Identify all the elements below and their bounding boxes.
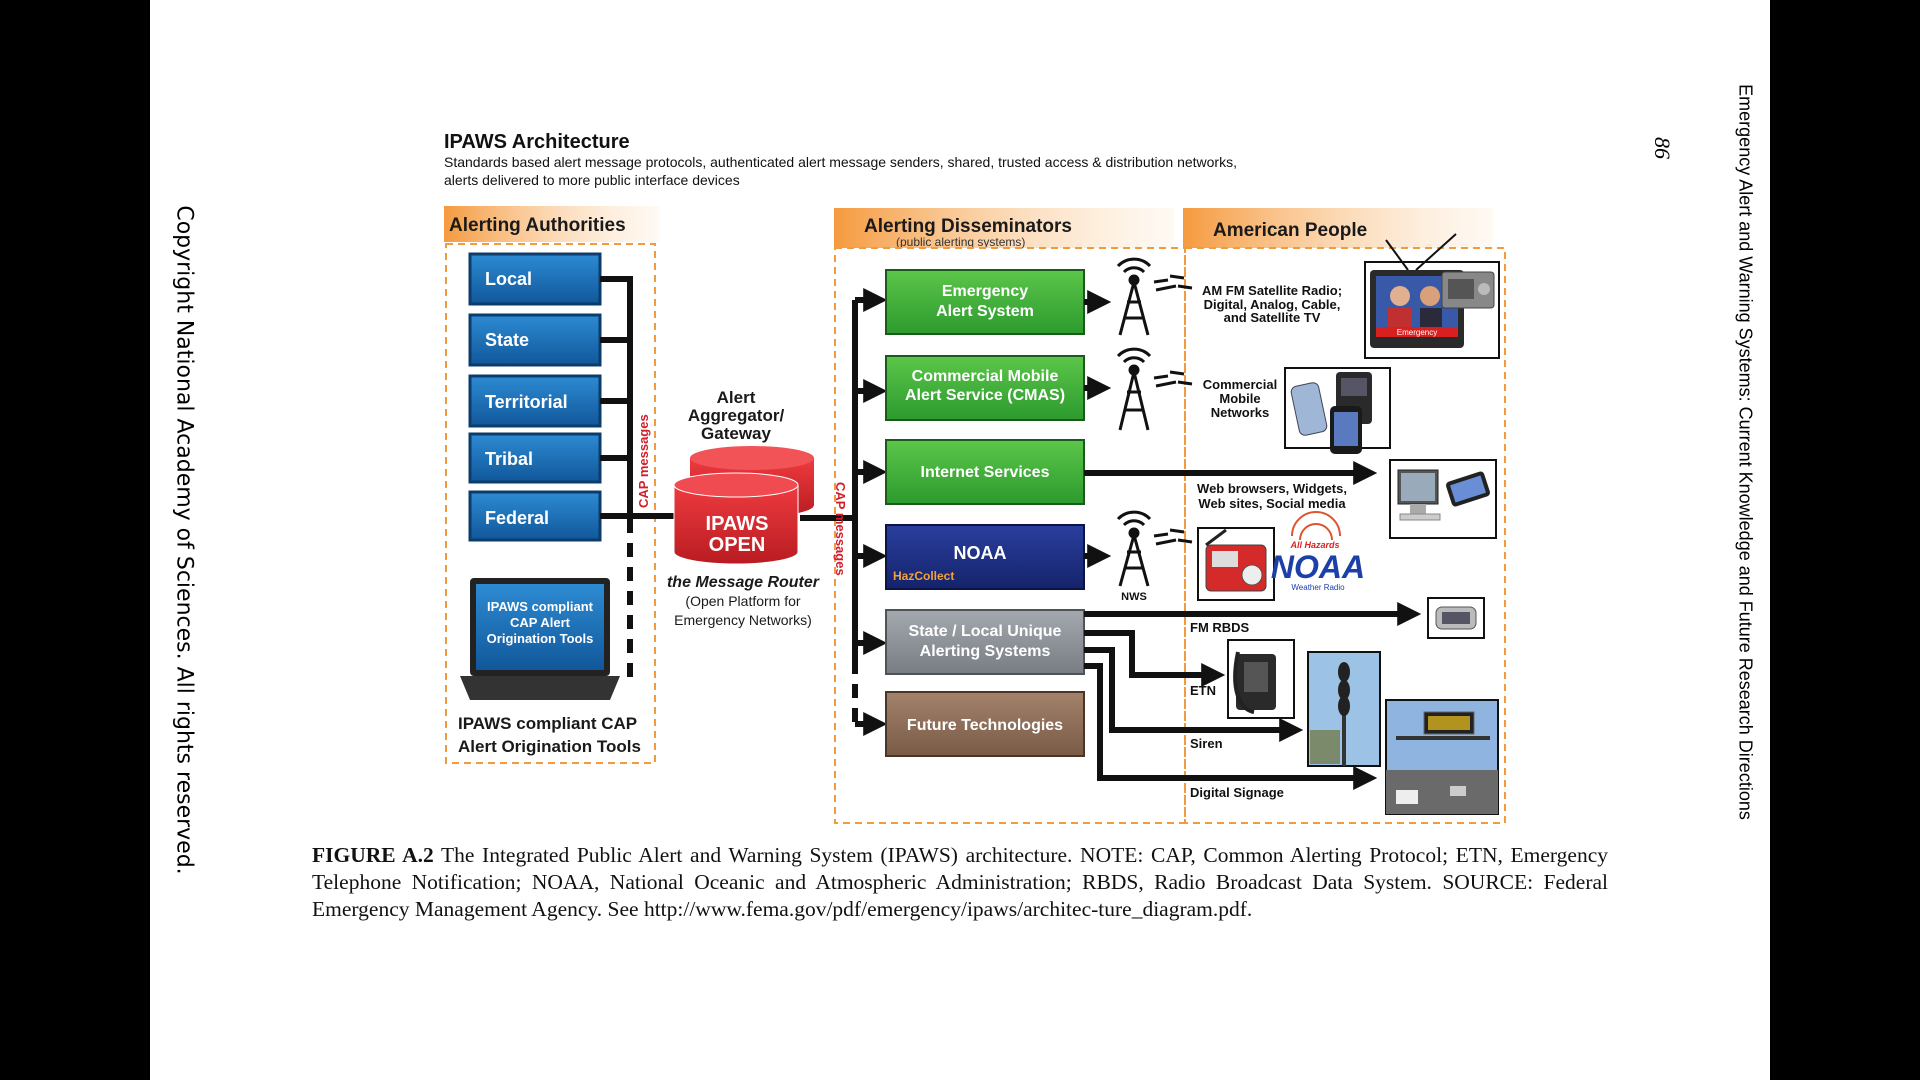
authority-federal: Federal [468, 490, 602, 542]
future-technologies-box: Future Technologies [885, 691, 1085, 757]
disseminators-subheader: (public alerting systems) [896, 235, 1025, 249]
router-sub-2: Emergency Networks) [674, 612, 812, 628]
figure-caption-text: The Integrated Public Alert and Warning … [312, 843, 1608, 921]
laptop-label-3: Origination Tools [487, 631, 594, 646]
siren-image [1307, 651, 1381, 767]
laptop-label-1: IPAWS compliant [487, 599, 594, 614]
noaa-weather-radio-logo: All Hazards NOAA Weather Radio [1271, 511, 1365, 592]
state-local-box: State / Local Unique Alerting Systems [885, 609, 1085, 675]
web-label-1: Web browsers, Widgets, [1197, 481, 1347, 496]
state-local-label-2: Alerting Systems [920, 643, 1051, 660]
internet-services-box: Internet Services [885, 439, 1085, 505]
authority-territorial: Territorial [468, 374, 602, 428]
noaa-label: NOAA [954, 543, 1007, 563]
authority-territorial-label: Territorial [485, 392, 568, 412]
computer-devices-image [1389, 459, 1497, 539]
db-label-1: IPAWS [706, 513, 769, 535]
mobile-label-3: Networks [1211, 405, 1270, 420]
gateway-cap-label: CAP messages [833, 482, 848, 576]
fm-rbds-device-image [1427, 597, 1485, 639]
web-label-2: Web sites, Social media [1198, 496, 1346, 511]
cellular-tower-icon [1116, 347, 1152, 431]
broadcast-tower-icon [1116, 257, 1152, 336]
cmas-box: Commercial Mobile Alert Service (CMAS) [885, 355, 1085, 421]
mobile-phones-image [1284, 367, 1391, 454]
hazcollect-label: HazCollect [893, 569, 954, 583]
authority-tribal-label: Tribal [485, 449, 533, 469]
noaa-logo-sub: Weather Radio [1291, 583, 1345, 592]
people-outline [1184, 247, 1506, 824]
eas-box: Emergency Alert System [885, 269, 1085, 335]
gateway-title-1: Alert [717, 388, 756, 407]
eas-label-2: Alert System [936, 303, 1034, 320]
authority-state: State [468, 313, 602, 367]
radio-tv-label-1: AM FM Satellite Radio; [1202, 283, 1342, 298]
tools-caption-2: Alert Origination Tools [458, 737, 641, 756]
tv-banner-label: Emergency [1397, 328, 1437, 337]
radio-tv-label-2: Digital, Analog, Cable, [1204, 297, 1341, 312]
router-label: the Message Router [667, 574, 820, 591]
tools-caption-1: IPAWS compliant CAP [458, 714, 637, 733]
authorities-header: Alerting Authorities [449, 215, 626, 236]
state-local-label-1: State / Local Unique [909, 623, 1062, 640]
digital-signage-label: Digital Signage [1190, 785, 1284, 800]
fm-rbds-label: FM RBDS [1190, 620, 1250, 635]
cmas-label-2: Alert Service (CMAS) [905, 387, 1065, 404]
figure-label: FIGURE A.2 [312, 843, 434, 867]
authorities-outline [445, 243, 656, 764]
authority-federal-label: Federal [485, 508, 549, 528]
figure-caption: FIGURE A.2 The Integrated Public Alert a… [312, 842, 1608, 923]
authority-state-label: State [485, 330, 529, 350]
internet-services-label: Internet Services [921, 464, 1050, 481]
radio-tv-label-3: and Satellite TV [1224, 310, 1321, 325]
weather-radio-image [1197, 527, 1275, 601]
etn-label: ETN [1190, 683, 1216, 698]
tv-radio-image: Emergency [1364, 233, 1500, 359]
mobile-label-2: Mobile [1219, 391, 1260, 406]
diagram-subtitle-line2: alerts delivered to more public interfac… [444, 172, 740, 188]
telephone-image [1227, 639, 1295, 719]
mobile-label-1: Commercial [1203, 377, 1277, 392]
eas-label-1: Emergency [942, 283, 1028, 300]
dissemination-arrows [1084, 290, 1422, 790]
ipaws-open-database-icon: IPAWS OPEN [673, 446, 814, 565]
disseminators-header-bar [834, 208, 1174, 248]
nws-label: NWS [1121, 591, 1147, 603]
people-header: American People [1213, 220, 1367, 241]
authority-local: Local [468, 252, 602, 306]
laptop-icon: IPAWS compliant CAP Alert Origination To… [460, 578, 620, 700]
siren-label: Siren [1190, 736, 1223, 751]
router-sub-1: (Open Platform for [685, 593, 800, 609]
diagram-subtitle-line1: Standards based alert message protocols,… [444, 154, 1237, 170]
gateway-title-2: Aggregator/ [688, 406, 785, 425]
people-header-bar [1183, 208, 1493, 248]
disseminators-header: Alerting Disseminators [864, 216, 1072, 237]
authorities-header-bar [444, 206, 659, 242]
db-label-2: OPEN [709, 534, 766, 556]
noaa-logo-text: NOAA [1271, 549, 1365, 585]
authority-tribal: Tribal [468, 432, 602, 484]
diagram-title: IPAWS Architecture [444, 131, 630, 153]
signal-wave-marks [1153, 274, 1193, 546]
laptop-label-2: CAP Alert [510, 615, 571, 630]
authority-local-label: Local [485, 269, 532, 289]
future-technologies-label: Future Technologies [907, 717, 1063, 734]
cmas-label-1: Commercial Mobile [912, 368, 1059, 385]
gateway-title-3: Gateway [701, 424, 771, 443]
authorities-cap-label: CAP messages [636, 414, 651, 508]
digital-signage-image [1385, 699, 1499, 815]
bus-arrows [855, 288, 888, 736]
authority-connectors [600, 276, 685, 519]
nws-tower-icon [1116, 510, 1152, 587]
noaa-box: NOAA HazCollect [885, 524, 1085, 590]
noaa-logo-top: All Hazards [1289, 540, 1339, 550]
